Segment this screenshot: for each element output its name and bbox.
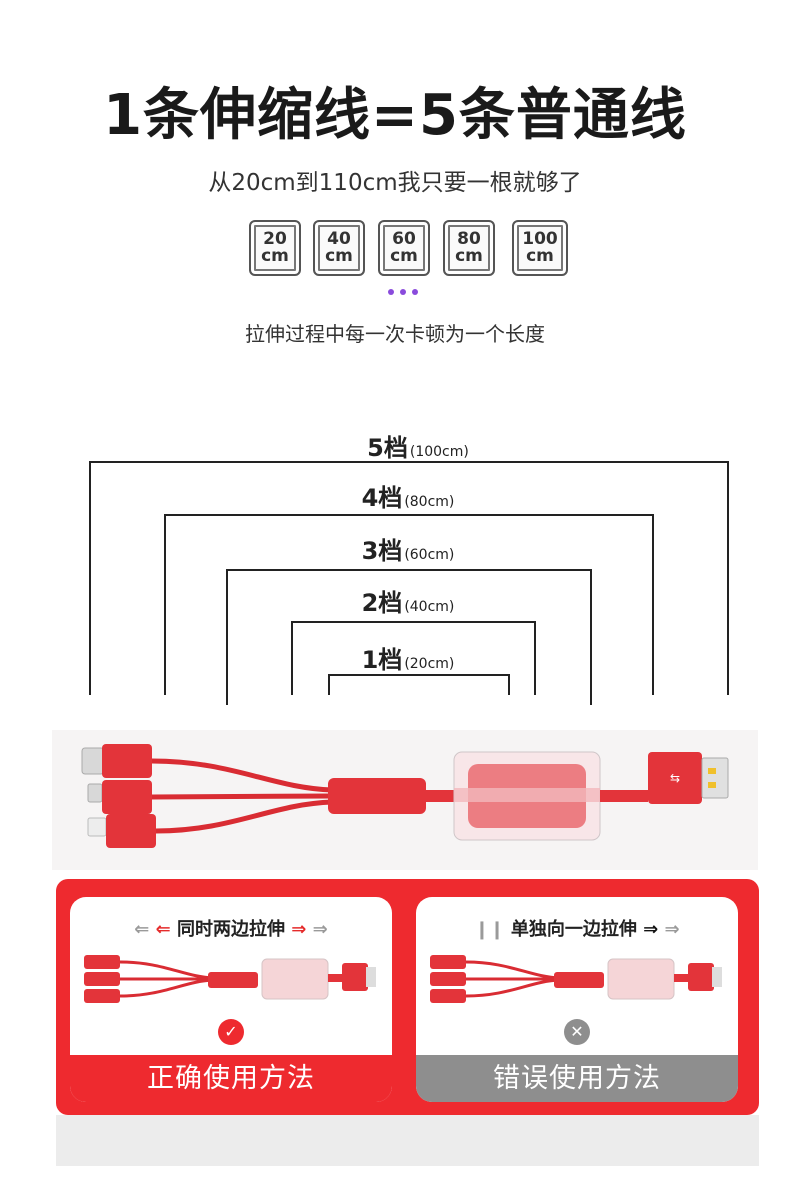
gear-bracket-1: [328, 674, 510, 695]
gear-label-1: 1档(20cm): [361, 646, 455, 674]
cable-thumbnail: [430, 955, 722, 1003]
gear-label-2: 2档(40cm): [361, 589, 455, 617]
arrow-left-icon: ⇐: [134, 919, 150, 940]
check-icon: ✓: [218, 1019, 244, 1045]
arrow-right-icon: ⇒: [291, 919, 307, 940]
pause-icon: ❙❙: [474, 919, 505, 940]
subtitle: 从20cm到110cm我只要一根就够了: [208, 170, 582, 196]
gear-bracket-2: [291, 621, 536, 695]
arrow-right-icon: ⇒: [312, 919, 328, 940]
svg-text:⇆: ⇆: [670, 771, 680, 785]
wrong-usage-card: ❙❙ 单独向一边拉伸 ⇒ ⇒ ✕ 错误使用方法: [416, 897, 738, 1102]
retractable-cable-illustration: ⇆: [81, 744, 729, 848]
correct-usage-card: ⇐ ⇐ 同时两边拉伸 ⇒ ⇒ ✓ 正确使用方法: [70, 897, 392, 1102]
arrow-left-icon: ⇐: [155, 919, 171, 940]
gear-bracket-4: [164, 514, 654, 695]
gear-bracket-5: [89, 461, 729, 695]
page-title: 1条伸缩线=5条普通线: [103, 83, 687, 148]
gear-bracket-3: [226, 569, 592, 705]
wrong-instruction: ❙❙ 单独向一边拉伸 ⇒ ⇒: [474, 919, 680, 940]
gear-label-5: 5档(100cm): [367, 434, 469, 462]
arrow-right-icon: ⇒: [664, 919, 680, 940]
cable-photo: ⇆: [52, 730, 758, 870]
gear-label-4: 4档(80cm): [361, 484, 455, 512]
stretch-note: 拉伸过程中每一次卡顿为一个长度: [245, 322, 545, 346]
cross-icon: ✕: [564, 1019, 590, 1045]
ellipsis-dots: [388, 289, 418, 295]
arrow-right-icon: ⇒: [643, 919, 659, 940]
wrong-usage-label: 错误使用方法: [416, 1055, 738, 1102]
gear-label-3: 3档(60cm): [361, 537, 455, 565]
correct-instruction: ⇐ ⇐ 同时两边拉伸 ⇒ ⇒: [134, 919, 328, 940]
cable-thumbnail: [84, 955, 376, 1003]
bottom-strip: [56, 1115, 759, 1166]
correct-usage-label: 正确使用方法: [70, 1055, 392, 1102]
